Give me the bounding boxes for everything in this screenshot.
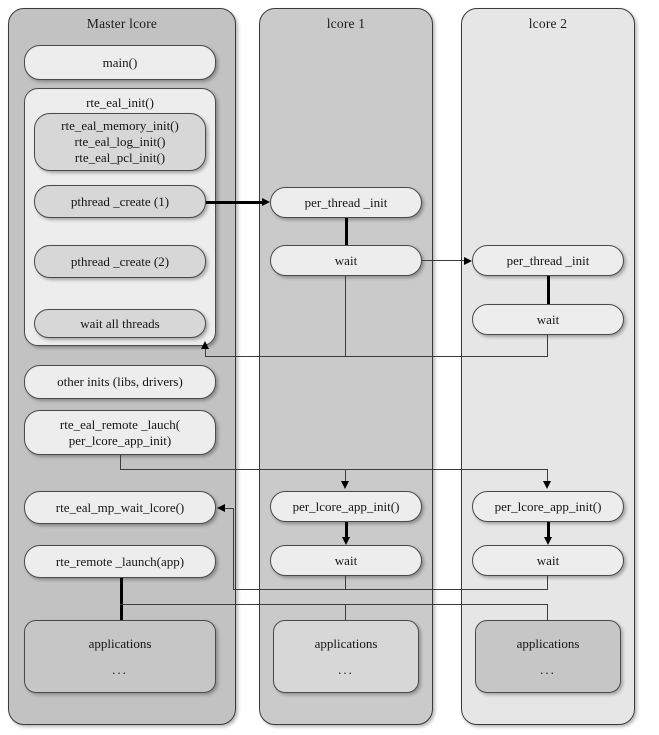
node-applications-lcore1-label: applications [314, 635, 378, 651]
node-remote-launch-line-1: rte_eal_remote _lauch( [59, 416, 181, 432]
node-wait-2-lcore1[interactable]: wait [270, 545, 422, 576]
connector-lcore2-app-init-to-wait [547, 522, 550, 537]
connector-rail-to-apps-lcore2 [547, 604, 548, 620]
arrowhead-pthread1-to-lcore1 [262, 197, 270, 206]
connector-lcore1-app-init-to-wait [345, 522, 348, 537]
node-applications-lcore1-ellipsis: ... [338, 661, 354, 677]
node-group-rte-eal-init-label: rte_eal_init() [86, 95, 154, 110]
lane-lcore-2 [461, 8, 635, 725]
connector-rail-to-apps-lcore1 [345, 604, 346, 620]
node-wait-2-lcore2[interactable]: wait [472, 545, 624, 576]
connector-threads-join-up [205, 348, 206, 357]
connector-remote-app-down [120, 578, 123, 620]
node-wait-1-lcore2[interactable]: wait [472, 304, 624, 335]
node-main[interactable]: main() [24, 45, 216, 80]
node-applications-master-ellipsis: ... [112, 661, 128, 677]
connector-mp-wait-rail [233, 589, 548, 590]
node-applications-lcore1[interactable]: applications ... [273, 620, 419, 693]
connector-lcore2-wait2-down-rail1 [547, 576, 548, 589]
node-wait-1-lcore1[interactable]: wait [270, 245, 422, 276]
lane-lcore-1 [259, 8, 433, 725]
connector-lcore1-wait-down [345, 276, 346, 356]
node-wait-all-threads[interactable]: wait all threads [34, 309, 206, 338]
node-pthread-create-2[interactable]: pthread _create (2) [34, 245, 206, 278]
connector-lcore1-perthread-to-wait [345, 218, 348, 245]
node-rte-eal-mp-wait-lcore[interactable]: rte_eal_mp_wait_lcore() [24, 491, 216, 524]
connector-lcore2-wait-down [547, 335, 548, 356]
connector-lcore2-perthread-to-wait [547, 276, 550, 304]
node-applications-lcore2-label: applications [516, 635, 580, 651]
node-per-lcore-app-init-lcore2[interactable]: per_lcore_app_init() [472, 491, 624, 522]
node-eal-memory-init-label: rte_eal_memory_init() [61, 118, 179, 134]
lane-title-lcore-1: lcore 1 [326, 16, 366, 31]
connector-lcore1-wait-to-lcore2 [422, 260, 464, 261]
node-other-inits[interactable]: other inits (libs, drivers) [24, 365, 216, 399]
node-applications-master[interactable]: applications ... [24, 620, 216, 693]
node-remote-launch-line-2: per_lcore_app_init) [68, 432, 172, 448]
connector-mp-wait-stub [225, 508, 234, 509]
arrowhead-to-mp-wait-lcore [217, 503, 225, 512]
node-applications-master-label: applications [88, 635, 152, 651]
arrowhead-fanout-to-lcore1 [340, 481, 349, 489]
connector-applications-rail [120, 604, 548, 605]
node-pthread-create-1[interactable]: pthread _create (1) [34, 185, 206, 218]
connector-remote-launch-fanout [120, 469, 548, 470]
node-per-lcore-app-init-lcore1[interactable]: per_lcore_app_init() [270, 491, 422, 522]
arrowhead-lcore2-app-init-to-wait [543, 537, 552, 545]
arrowhead-threads-join-to-wait-all [200, 341, 209, 349]
lane-title-master: Master lcore [86, 16, 158, 31]
arrowhead-lcore1-wait-to-lcore2 [464, 256, 472, 265]
node-rte-eal-remote-launch[interactable]: rte_eal_remote _lauch( per_lcore_app_ini… [24, 410, 216, 455]
lane-title-lcore-2: lcore 2 [528, 16, 568, 31]
connector-threads-join-horizontal [205, 356, 548, 357]
node-rte-remote-launch-app[interactable]: rte_remote _launch(app) [24, 545, 216, 578]
connector-fanout-to-lcore1 [345, 469, 346, 481]
node-eal-log-init-label: rte_eal_log_init() [74, 134, 166, 150]
arrowhead-lcore1-app-init-to-wait [341, 537, 350, 545]
node-applications-lcore2[interactable]: applications ... [475, 620, 621, 693]
arrowhead-fanout-to-lcore2 [542, 481, 551, 489]
connector-pthread1-to-lcore1 [206, 201, 262, 204]
node-per-thread-init-lcore2[interactable]: per_thread _init [472, 245, 624, 276]
node-applications-lcore2-ellipsis: ... [540, 661, 556, 677]
connector-fanout-to-lcore2 [547, 469, 548, 481]
node-eal-pcl-init-label: rte_eal_pcl_init() [74, 149, 166, 165]
node-per-thread-init-lcore1[interactable]: per_thread _init [270, 187, 422, 218]
node-eal-sub-inits[interactable]: rte_eal_memory_init() rte_eal_log_init()… [34, 113, 206, 171]
connector-lcore1-wait2-down-rail1 [345, 576, 346, 589]
connector-remote-launch-down [120, 455, 121, 469]
connector-mp-wait-rail-up [233, 508, 234, 590]
